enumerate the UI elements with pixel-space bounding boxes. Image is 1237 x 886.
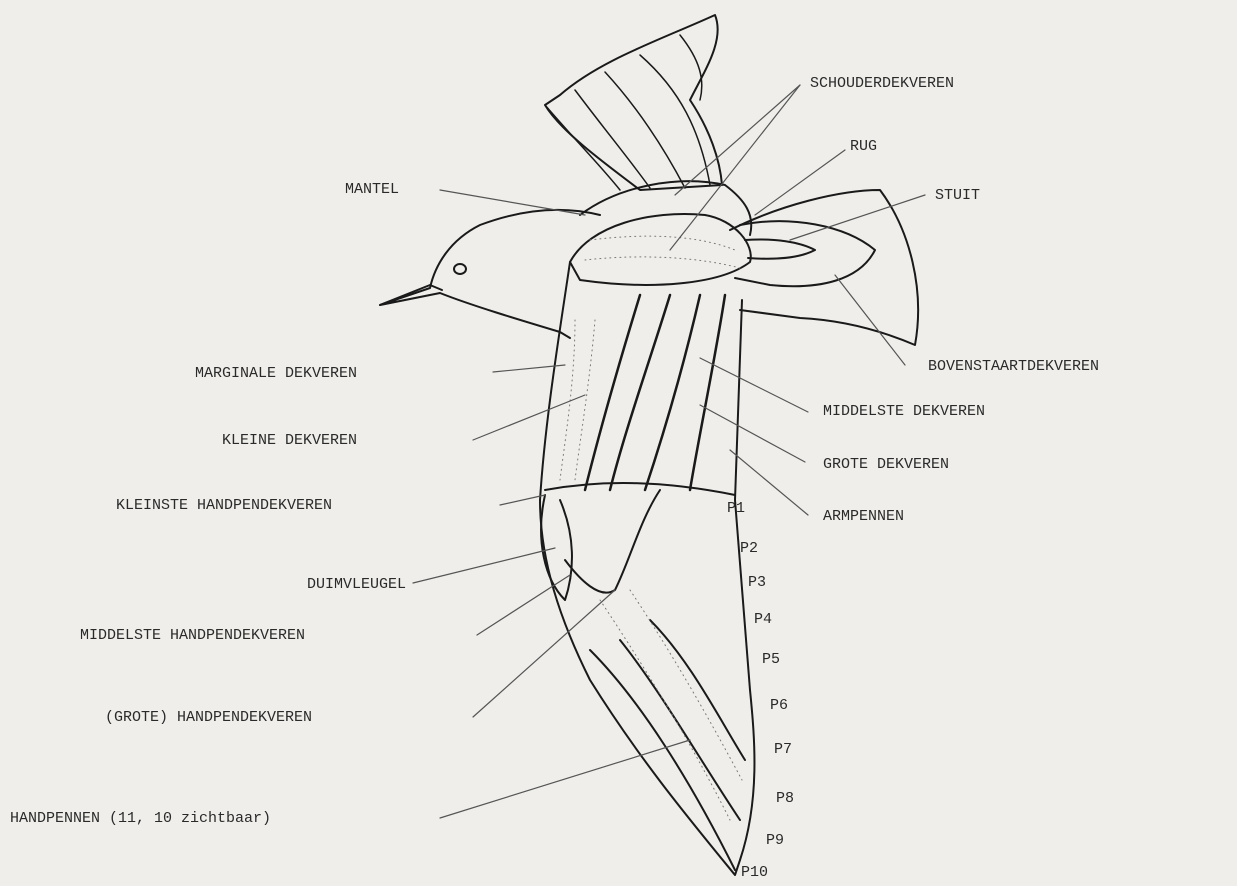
label-p10: P10 xyxy=(741,864,768,882)
rump xyxy=(745,239,815,258)
label-grote-handpendekveren: (GROTE) HANDPENDEKVEREN xyxy=(105,709,312,727)
far-wing-feather-lines xyxy=(545,35,710,190)
label-p8: P8 xyxy=(776,790,794,808)
label-handpennen: HANDPENNEN (11, 10 zichtbaar) xyxy=(10,810,271,828)
label-p2: P2 xyxy=(740,540,758,558)
covert-shafts xyxy=(585,295,725,490)
label-p9: P9 xyxy=(766,832,784,850)
stipple-shading xyxy=(560,236,742,820)
label-middelste-dekveren: MIDDELSTE DEKVEREN xyxy=(823,403,985,421)
far-wing xyxy=(545,15,722,190)
label-p6: P6 xyxy=(770,697,788,715)
label-schouderdekveren: SCHOUDERDEKVEREN xyxy=(810,75,954,93)
label-p7: P7 xyxy=(774,741,792,759)
label-rug: RUG xyxy=(850,138,877,156)
label-p5: P5 xyxy=(762,651,780,669)
label-middelste-handpendekveren: MIDDELSTE HANDPENDEKVEREN xyxy=(80,627,305,645)
label-p4: P4 xyxy=(754,611,772,629)
label-p1: P1 xyxy=(727,500,745,518)
label-marginale-dekveren: MARGINALE DEKVEREN xyxy=(195,365,357,383)
label-kleinste-handpendekveren: KLEINSTE HANDPENDEKVEREN xyxy=(116,497,332,515)
label-kleine-dekveren: KLEINE DEKVEREN xyxy=(222,432,357,450)
label-bovenstaartdekveren: BOVENSTAARTDEKVEREN xyxy=(928,358,1099,376)
label-stuit: STUIT xyxy=(935,187,980,205)
label-armpennen: ARMPENNEN xyxy=(823,508,904,526)
primaries xyxy=(590,620,745,870)
back-patch xyxy=(570,214,751,285)
secondaries-edge xyxy=(545,483,735,495)
label-p3: P3 xyxy=(748,574,766,592)
primary-coverts xyxy=(565,490,660,593)
label-duimvleugel: DUIMVLEUGEL xyxy=(307,576,406,594)
label-mantel: MANTEL xyxy=(345,181,399,199)
head-and-body xyxy=(380,210,600,338)
eye xyxy=(454,264,466,274)
label-grote-dekveren: GROTE DEKVEREN xyxy=(823,456,949,474)
